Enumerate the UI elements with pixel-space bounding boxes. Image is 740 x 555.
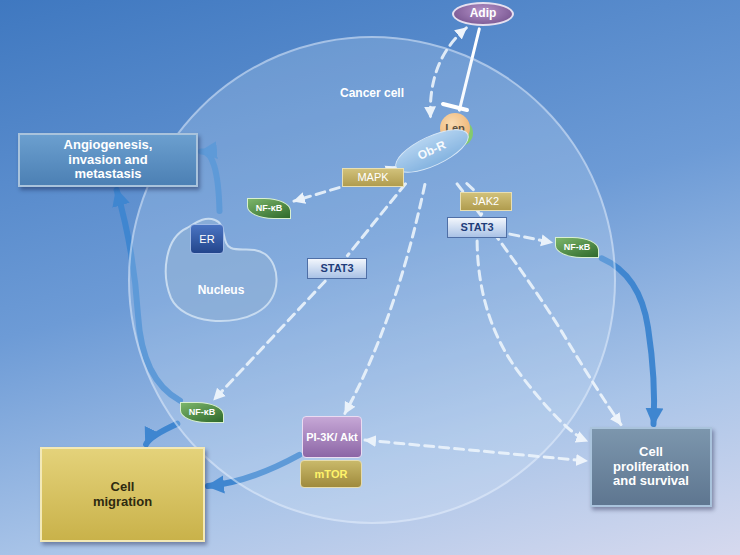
node-label: JAK2 xyxy=(473,195,499,208)
outcome-box: Cell migration xyxy=(40,447,205,542)
node-label: STAT3 xyxy=(460,221,493,234)
adiponectin-ellipse: Adip xyxy=(452,2,514,26)
node-label: Cell migration xyxy=(83,480,163,510)
nfkb-leaf: NF-κB xyxy=(180,402,224,423)
node-label: Cancer cell xyxy=(130,87,614,101)
node-label: NF-κB xyxy=(256,203,283,213)
receptor-box: ER xyxy=(190,224,224,254)
node-label: ER xyxy=(199,233,214,246)
nucleus-shape: Nucleus ER xyxy=(157,214,285,332)
node-label: NF-κB xyxy=(189,407,216,417)
kinase-box: PI-3K/ Akt xyxy=(302,416,362,458)
kinase-box: JAK2 xyxy=(460,192,512,211)
outcome-box: Cell proliferation and survival xyxy=(590,427,712,507)
node-label: STAT3 xyxy=(320,262,353,275)
kinase-box: mTOR xyxy=(300,460,362,488)
node-label: Cell proliferation and survival xyxy=(601,445,701,490)
node-label: PI-3K/ Akt xyxy=(306,431,358,444)
outcome-box: Angiogenesis, invasion and metastasis xyxy=(18,133,198,187)
nfkb-leaf: NF-κB xyxy=(247,198,291,219)
outcome-arrow xyxy=(146,424,177,445)
kinase-box: MAPK xyxy=(342,168,404,187)
nfkb-leaf: NF-κB xyxy=(555,237,599,258)
stat-box: STAT3 xyxy=(307,258,367,279)
nucleus-outline xyxy=(166,219,277,321)
node-label: Adip xyxy=(470,7,497,21)
node-label: MAPK xyxy=(357,171,388,184)
node-label: Angiogenesis, invasion and metastasis xyxy=(43,138,173,183)
node-label: Nucleus xyxy=(198,284,245,298)
stat-box: STAT3 xyxy=(447,217,507,238)
node-label: mTOR xyxy=(315,468,348,481)
node-label: NF-κB xyxy=(564,242,591,252)
